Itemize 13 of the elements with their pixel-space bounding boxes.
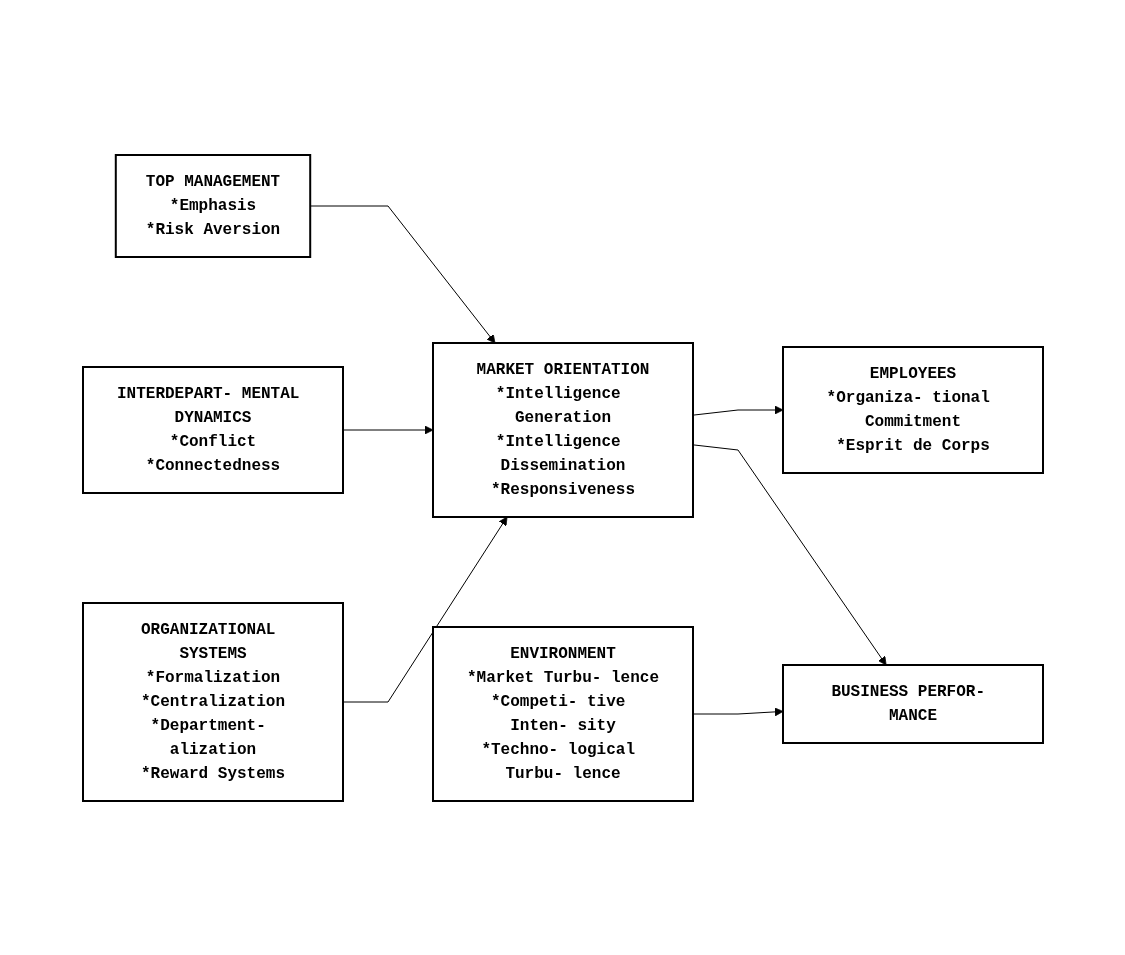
arrow [692,707,783,716]
arrow [692,405,783,416]
arrow [692,443,887,665]
node-box: INTERDEPART- MENTAL DYNAMICS *Conflict *Connectedness [81,365,344,494]
node-box: EMPLOYEES *Organiza- tional Commitment *Esprit de Corps [781,345,1044,474]
node-box: MARKET ORIENTATION *Intelligence Generation *Intelligence Dissemination *Responsiveness [431,341,694,518]
arrow [342,516,507,702]
node-box: BUSINESS PERFOR- MANCE [781,663,1044,744]
arrow [309,205,495,343]
arrow [342,425,433,434]
node-box: TOP MANAGEMENT *Emphasis *Risk Aversion [114,153,311,258]
node-box: ORGANIZATIONAL SYSTEMS *Formalization *Centralization *Department- alization *Reward Systems [81,601,344,802]
node-box: ENVIRONMENT *Market Turbu- lence *Competi- tive Inten- sity *Techno- logical Turbu- lence [431,625,694,802]
